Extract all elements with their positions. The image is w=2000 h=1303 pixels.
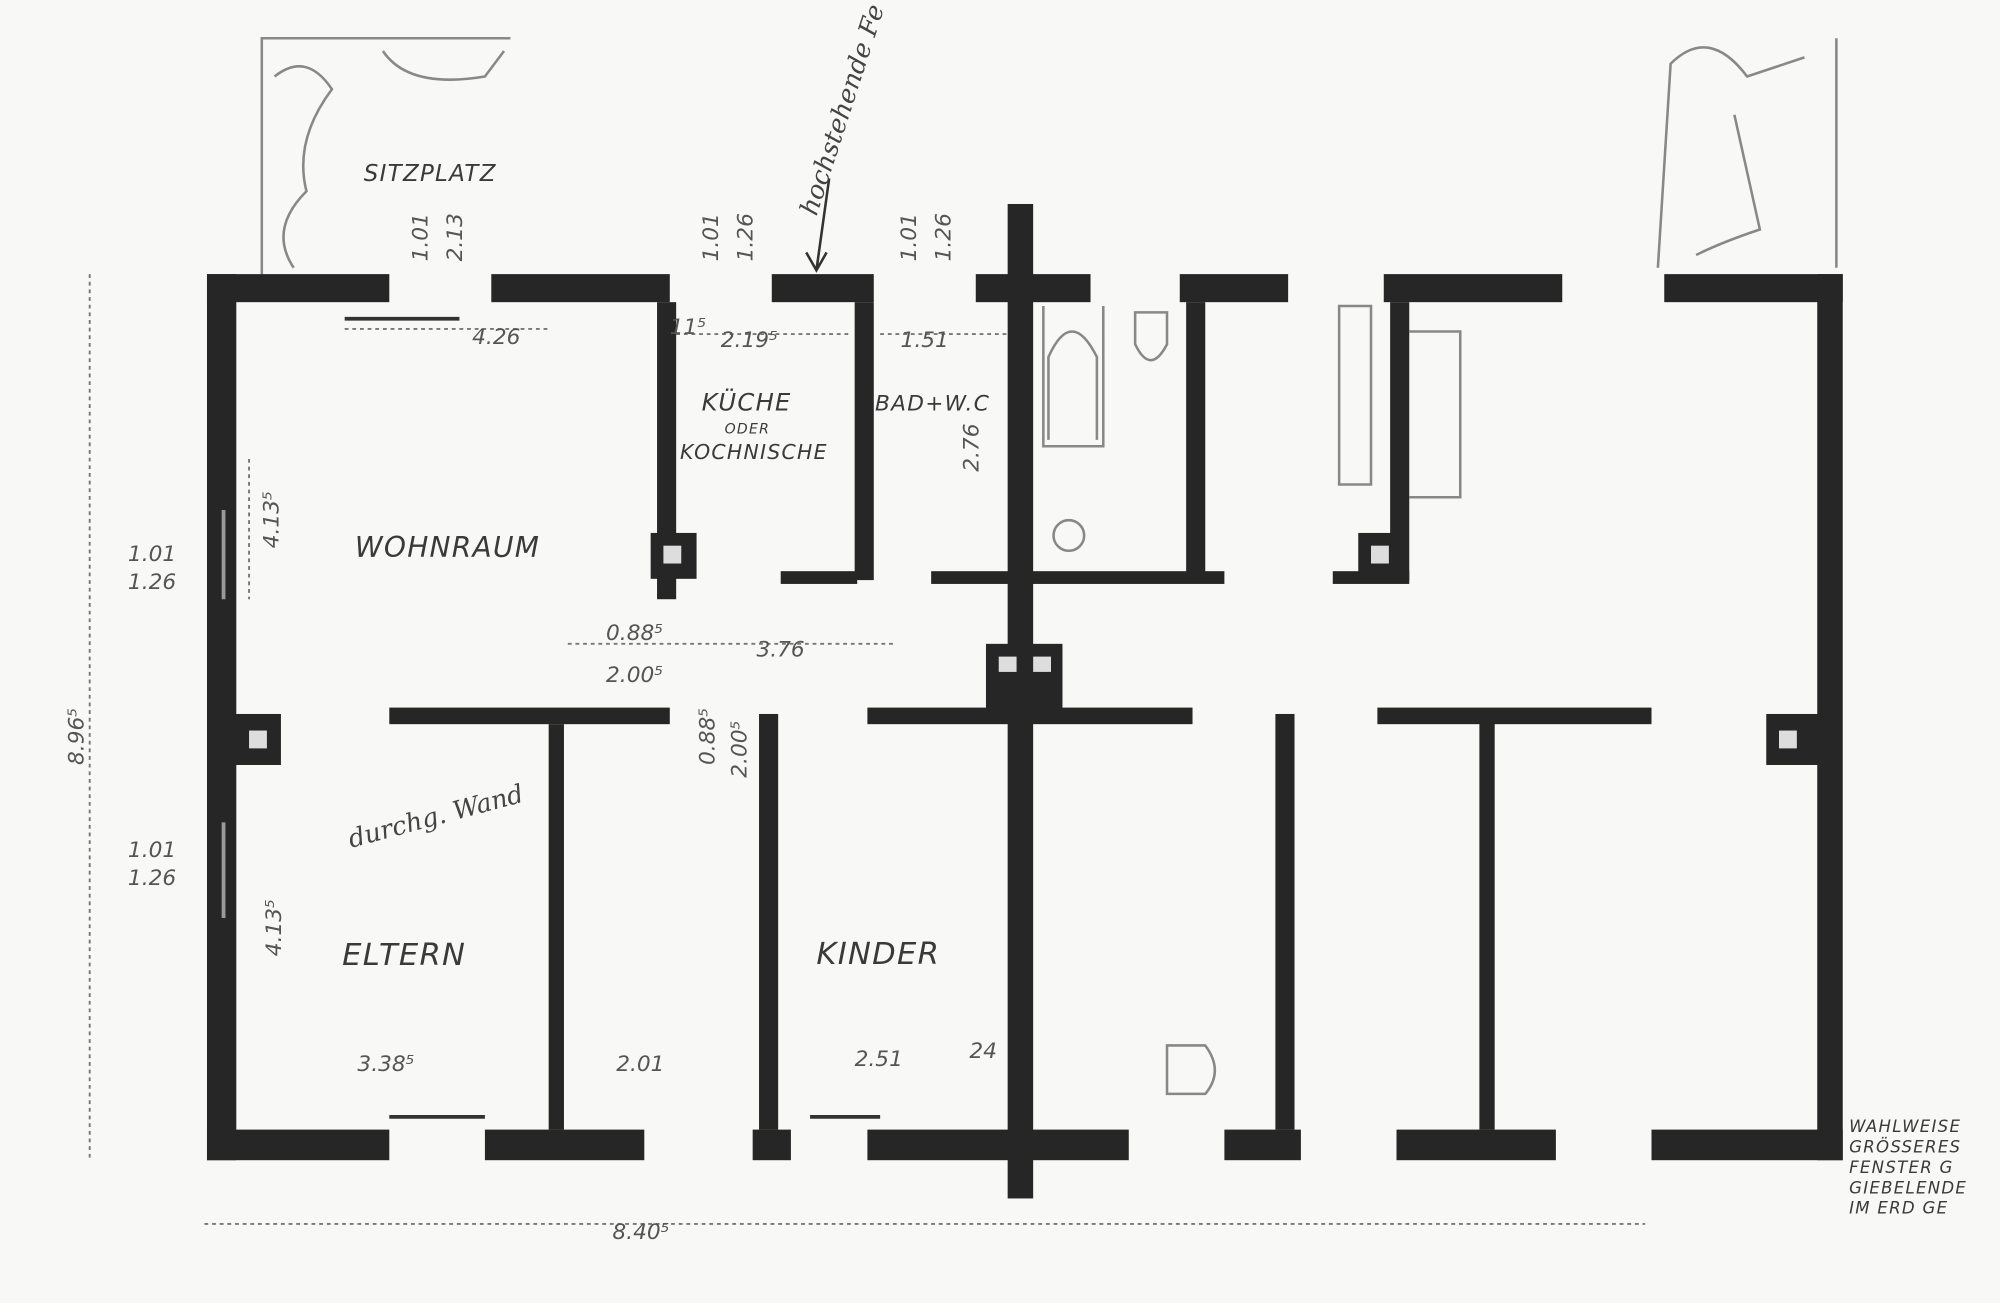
dimension-labels: 4.26 2.19⁵ 1.51 2.76 4.13⁵ 4.13⁵ 1.01 1.…: [64, 213, 997, 1245]
svg-text:4.13⁵: 4.13⁵: [259, 491, 284, 548]
toilet-icon: [1133, 311, 1169, 362]
room-label-living: WOHNRAUM: [355, 531, 540, 564]
svg-text:8.96⁵: 8.96⁵: [64, 708, 89, 765]
svg-text:hochstehende Fe: hochstehende Fe: [795, 1, 891, 219]
chimneys: [229, 532, 1820, 765]
washbasin-icon: [1052, 518, 1086, 553]
svg-text:GIEBELENDE: GIEBELENDE: [1849, 1178, 1967, 1197]
svg-text:1.26: 1.26: [128, 866, 176, 891]
svg-text:IM ERD GE: IM ERD GE: [1849, 1199, 1948, 1218]
svg-text:3.76: 3.76: [756, 638, 804, 663]
svg-text:0.88⁵: 0.88⁵: [695, 708, 720, 765]
svg-text:1.26: 1.26: [128, 570, 176, 595]
room-label-kitchen: KÜCHE: [702, 388, 792, 417]
svg-text:24: 24: [969, 1039, 997, 1064]
svg-text:2.13: 2.13: [443, 213, 468, 261]
svg-text:1.01: 1.01: [409, 213, 434, 261]
bathtub-icon: [1042, 305, 1105, 448]
svg-text:ODER: ODER: [725, 421, 771, 437]
svg-text:1.26: 1.26: [931, 213, 956, 261]
svg-text:2.00⁵: 2.00⁵: [727, 721, 752, 778]
svg-text:2.19⁵: 2.19⁵: [721, 328, 778, 353]
walls: [206, 203, 1843, 1199]
side-note: WAHLWEISE GRÖSSERES FENSTER G GIEBELENDE…: [1849, 1117, 1967, 1218]
svg-text:FENSTER G: FENSTER G: [1849, 1158, 1954, 1177]
svg-text:1.01: 1.01: [128, 838, 176, 863]
dimension-lines: [88, 274, 1646, 1225]
svg-text:0.88⁵: 0.88⁵: [606, 621, 663, 646]
svg-text:11⁵: 11⁵: [670, 315, 706, 340]
svg-text:1.01: 1.01: [128, 542, 176, 567]
wall-note: durchg. Wand: [345, 779, 527, 855]
svg-text:1.26: 1.26: [734, 213, 759, 261]
svg-text:WAHLWEISE: WAHLWEISE: [1849, 1117, 1961, 1136]
svg-text:3.38⁵: 3.38⁵: [357, 1052, 414, 1077]
annotation-arrow: hochstehende Fe: [795, 1, 891, 273]
svg-text:1.01: 1.01: [699, 213, 724, 261]
room-label-bath: BAD+W.C: [875, 392, 990, 417]
bathroom-fixtures: [221, 304, 1462, 1119]
svg-text:4.13⁵: 4.13⁵: [262, 899, 287, 956]
svg-text:8.40⁵: 8.40⁵: [612, 1220, 669, 1245]
svg-text:2.01: 2.01: [616, 1052, 664, 1077]
svg-text:2.51: 2.51: [855, 1047, 903, 1072]
svg-text:KOCHNISCHE: KOCHNISCHE: [680, 440, 828, 464]
svg-text:1.01: 1.01: [897, 213, 922, 261]
svg-text:2.00⁵: 2.00⁵: [606, 663, 663, 688]
room-label-children: KINDER: [816, 937, 940, 972]
svg-text:4.26: 4.26: [472, 325, 520, 350]
room-label-terrace: SITZPLATZ: [364, 161, 497, 187]
svg-text:GRÖSSERES: GRÖSSERES: [1849, 1138, 1961, 1157]
svg-text:1.51: 1.51: [901, 328, 949, 353]
terrace-sketch: [260, 36, 1838, 275]
room-label-parents: ELTERN: [342, 938, 466, 973]
svg-text:2.76: 2.76: [959, 423, 984, 471]
